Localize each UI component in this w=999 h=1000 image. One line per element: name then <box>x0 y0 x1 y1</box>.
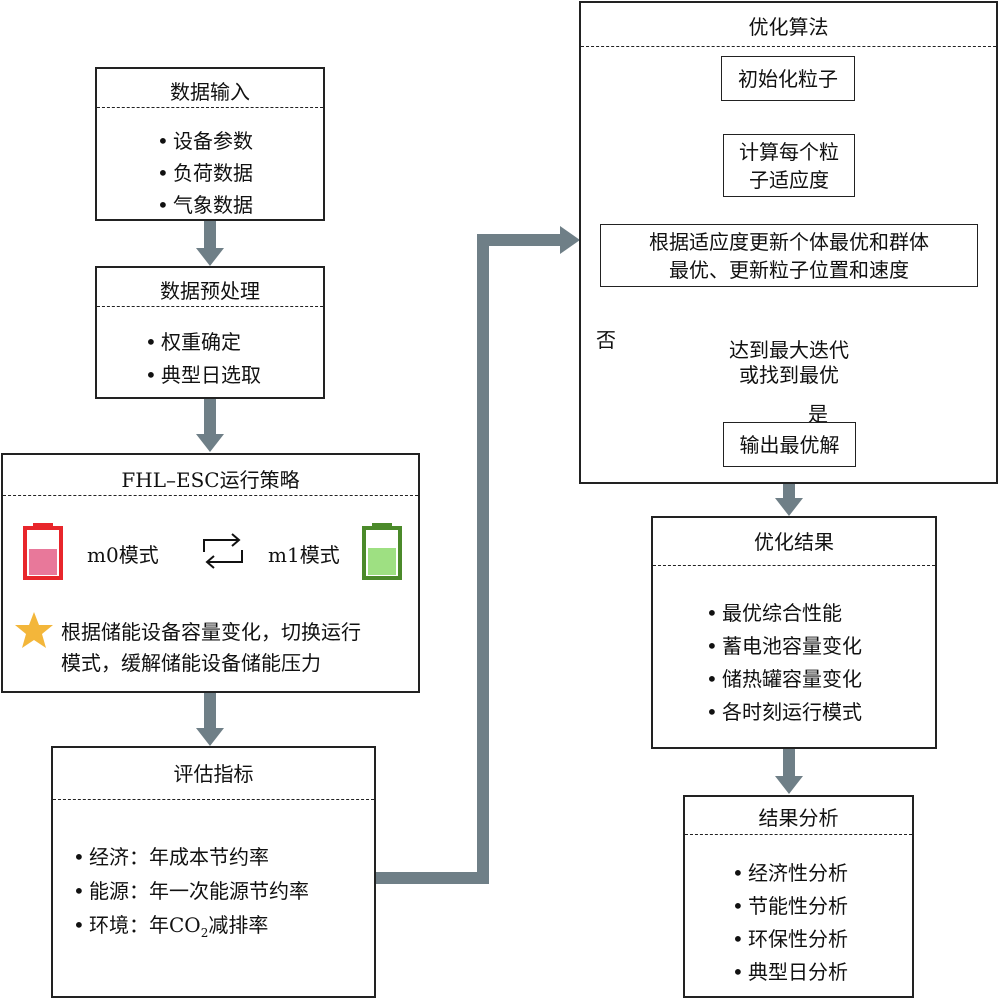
strategy-note-line2: 模式，缓解储能设备储能压力 <box>61 651 321 675</box>
fitness-box: 计算每个粒子适应度 <box>723 134 855 197</box>
list-item: •典型日分析 <box>732 960 848 984</box>
data-input-title: 数据输入 <box>170 80 250 104</box>
list-item: •经济性分析 <box>732 861 848 885</box>
divider <box>653 565 935 566</box>
switch-cycle-icon <box>203 533 243 569</box>
analysis-title: 结果分析 <box>758 806 839 830</box>
m0-mode-label: m0模式 <box>87 543 159 567</box>
m1-mode-label: m1模式 <box>268 543 340 567</box>
preprocess-title: 数据预处理 <box>160 279 260 303</box>
arrow-preprocess-to-strategy <box>196 398 224 452</box>
arrow-evaluation-to-algorithm <box>375 226 580 884</box>
divider <box>97 306 323 307</box>
battery-red-icon <box>23 523 63 580</box>
divider <box>685 834 912 835</box>
evaluation-title: 评估指标 <box>173 762 254 786</box>
list-item: •典型日选取 <box>145 363 261 387</box>
list-item: •权重确定 <box>145 330 241 354</box>
decision-text-line2: 或找到最优 <box>739 363 839 387</box>
list-item: •蓄电池容量变化 <box>706 634 862 658</box>
data-input-box: 数据输入 •设备参数 •负荷数据 •气象数据 <box>95 67 325 221</box>
arrow-results-to-analysis <box>775 748 803 794</box>
no-label: 否 <box>596 328 616 352</box>
battery-green-icon <box>362 523 402 580</box>
list-item: •环保性分析 <box>732 927 848 951</box>
list-item: •节能性分析 <box>732 894 848 918</box>
list-item: •储热罐容量变化 <box>706 667 862 691</box>
list-item: •气象数据 <box>157 193 253 217</box>
arrow-input-to-preprocess <box>196 220 224 266</box>
arrow-strategy-to-evaluation <box>196 692 224 746</box>
divider <box>53 799 374 800</box>
results-box: 优化结果 •最优综合性能 •蓄电池容量变化 •储热罐容量变化 •各时刻运行模式 <box>651 516 937 749</box>
algorithm-title: 优化算法 <box>748 15 829 39</box>
list-item: •经济：年成本节约率 <box>73 845 269 869</box>
list-item: •最优综合性能 <box>706 601 842 625</box>
divider <box>3 495 418 496</box>
results-title: 优化结果 <box>754 530 834 554</box>
divider <box>581 46 996 47</box>
strategy-note-line1: 根据储能设备容量变化，切换运行 <box>61 620 361 644</box>
decision-text-line1: 达到最大迭代 <box>729 338 849 362</box>
star-icon <box>15 612 53 648</box>
strategy-box: FHL–ESC运行策略 m0模式 m1模式 根据储能设备容量变化，切换运行 模式… <box>1 453 420 693</box>
divider <box>97 107 323 108</box>
list-item: •能源：年一次能源节约率 <box>73 879 309 903</box>
output-best-box: 输出最优解 <box>723 422 856 467</box>
arrow-algorithm-to-results <box>775 484 803 516</box>
update-box: 根据适应度更新个体最优和群体最优、更新粒子位置和速度 <box>600 224 978 287</box>
strategy-title: FHL–ESC运行策略 <box>121 468 300 492</box>
list-item: •各时刻运行模式 <box>706 700 862 724</box>
init-particles-box: 初始化粒子 <box>721 56 855 101</box>
list-item: •负荷数据 <box>157 161 253 185</box>
evaluation-box: 评估指标 •经济：年成本节约率 •能源：年一次能源节约率 •环境：年CO2减排率 <box>51 746 376 998</box>
list-item: •设备参数 <box>157 129 253 153</box>
preprocess-box: 数据预处理 •权重确定 •典型日选取 <box>95 266 325 399</box>
analysis-box: 结果分析 •经济性分析 •节能性分析 •环保性分析 •典型日分析 <box>683 795 914 998</box>
list-item: •环境：年CO2减排率 <box>73 913 269 940</box>
yes-label: 是 <box>808 402 828 426</box>
